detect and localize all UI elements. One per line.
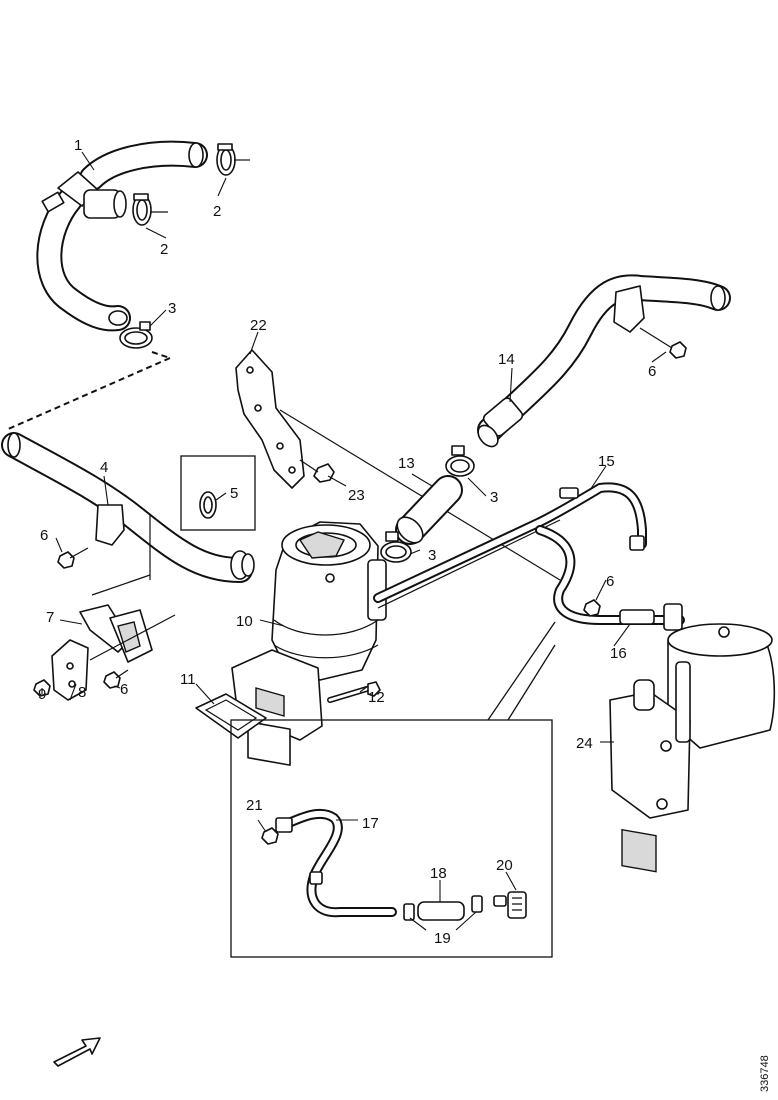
callout-4: 4 — [100, 459, 108, 476]
seal-5 — [199, 491, 217, 519]
screw-6-pipe4 — [57, 547, 89, 569]
unit-24 — [609, 623, 776, 873]
leader-lines — [41, 151, 667, 902]
screw-6-bracket — [103, 669, 129, 689]
clamp-3-lower — [380, 531, 412, 563]
bracket-guide-line-2 — [89, 614, 176, 661]
clamp-2-upper — [216, 143, 250, 176]
callout-6c: 6 — [648, 363, 656, 380]
callout-9: 9 — [38, 686, 46, 703]
connector-20 — [493, 891, 527, 919]
pipe-guide-line — [377, 519, 561, 609]
screw-6-pipe16 — [583, 599, 601, 617]
clip-19-right — [471, 895, 483, 913]
callout-7: 7 — [46, 609, 54, 626]
hose-18 — [417, 901, 465, 921]
callout-22: 22 — [250, 317, 267, 334]
forward-arrow-icon — [53, 1037, 101, 1067]
pipe-14 — [477, 274, 731, 448]
callout-8: 8 — [78, 684, 86, 701]
document-number: 336748 — [759, 1055, 771, 1092]
callout-18: 18 — [430, 865, 447, 882]
callout-labels: 1 2 2 3 3 3 4 5 6 6 6 6 7 8 9 10 11 12 1… — [38, 137, 656, 947]
callout-6a: 6 — [40, 527, 48, 544]
leader-19b — [455, 911, 477, 931]
bracket-guide-line — [91, 574, 151, 596]
callout-15: 15 — [598, 453, 615, 470]
leader-19a — [409, 917, 427, 931]
callout-14: 14 — [498, 351, 515, 368]
callout-3b: 3 — [490, 489, 498, 506]
mounting-guide-line — [279, 409, 561, 581]
callout-5: 5 — [230, 485, 238, 502]
bracket-22 — [235, 349, 305, 489]
bracket-8 — [51, 639, 89, 701]
callout-6b: 6 — [120, 681, 128, 698]
pipe-17 — [275, 808, 397, 918]
pipe-16 — [535, 525, 685, 631]
seal-5-inset-frame — [180, 455, 256, 531]
hose-13 — [395, 475, 463, 545]
callout-3c: 3 — [428, 547, 436, 564]
gasket-11 — [195, 693, 267, 739]
callout-20: 20 — [496, 857, 513, 874]
callout-3a: 3 — [168, 300, 176, 317]
callout-10: 10 — [236, 613, 253, 630]
callout-1: 1 — [74, 137, 82, 154]
callout-2a: 2 — [213, 203, 221, 220]
callout-17: 17 — [362, 815, 379, 832]
callout-13: 13 — [398, 455, 415, 472]
bracket-7 — [79, 604, 153, 663]
screw-6-pipe14 — [639, 327, 687, 359]
callout-6d: 6 — [606, 573, 614, 590]
clamp-3-mid — [445, 445, 475, 477]
screw-23 — [299, 459, 335, 483]
connection-dashed-line-2 — [151, 351, 171, 359]
pipe-15 — [373, 482, 647, 603]
callout-21: 21 — [246, 797, 263, 814]
unit-10 — [271, 521, 387, 681]
callout-19: 19 — [434, 930, 451, 947]
connection-dashed-line — [5, 357, 171, 431]
clamp-2-lower — [132, 193, 168, 226]
detail-pointer-lines — [487, 621, 556, 721]
callout-11: 11 — [180, 671, 196, 688]
callout-12: 12 — [368, 689, 385, 706]
callout-2b: 2 — [160, 241, 168, 258]
detail-inset-frame — [230, 719, 553, 958]
callout-23: 23 — [348, 487, 365, 504]
callout-16: 16 — [610, 645, 627, 662]
callout-24: 24 — [576, 735, 593, 752]
pipe-4 — [1, 432, 255, 583]
clip-19-left — [403, 903, 415, 921]
clamp-3-upper — [119, 321, 153, 349]
hose-1 — [36, 140, 208, 332]
